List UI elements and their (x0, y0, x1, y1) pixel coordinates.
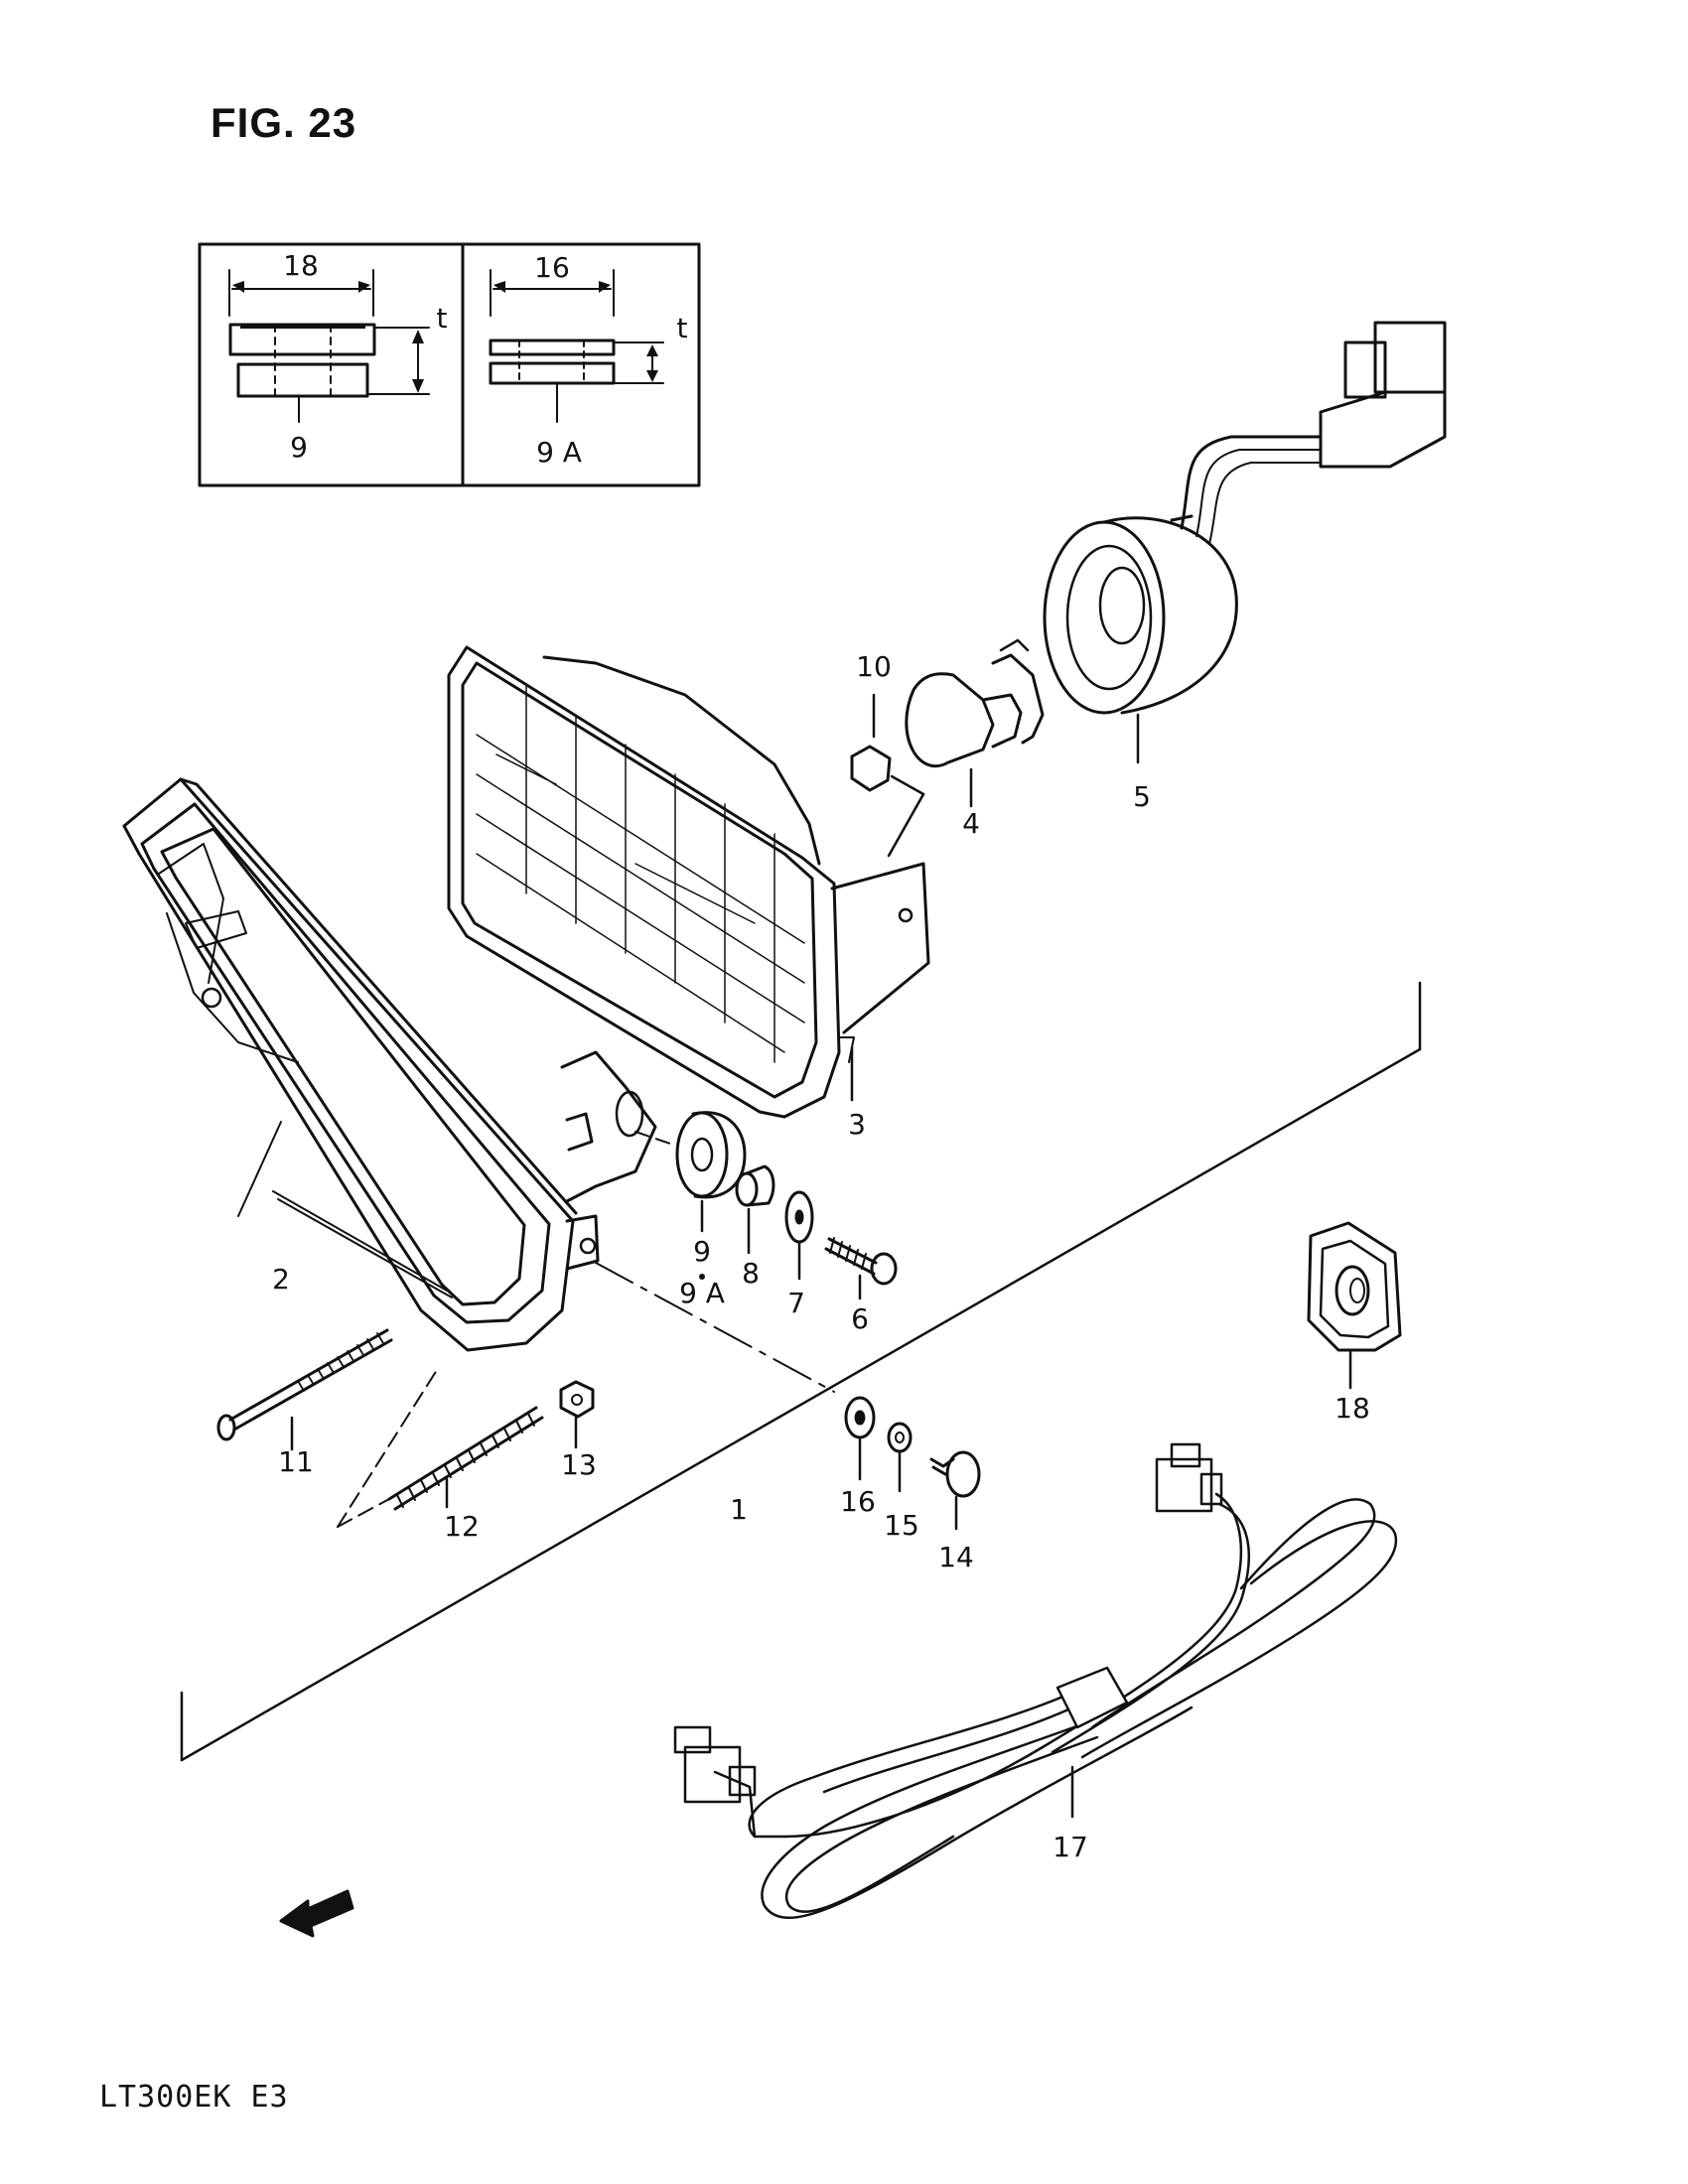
model-code: LT300EK E3 (99, 2080, 289, 2115)
callout-part-18: 18 (1335, 1392, 1370, 1425)
nut-10-drawing (850, 693, 925, 858)
spacer-8-drawing (735, 1164, 775, 1255)
cushion-9-drawing (634, 1111, 747, 1233)
assembly-bracket-line (180, 981, 1422, 1762)
inset-dim-16: 16 (534, 251, 570, 284)
screw-14-drawing (929, 1450, 981, 1531)
callout-dot-9 (699, 1274, 705, 1280)
screw-path-dashed (595, 1262, 835, 1393)
grommet-18-drawing (1307, 1221, 1402, 1390)
bolt-6-drawing (824, 1237, 898, 1300)
callout-part-14: 14 (938, 1541, 974, 1573)
bulb-drawing (905, 638, 1045, 808)
callout-part-15: 15 (884, 1509, 919, 1542)
callout-part-3: 3 (848, 1108, 866, 1141)
cushion-9-profile (228, 269, 430, 423)
callout-part-4: 4 (962, 807, 980, 840)
washer-16-drawing (844, 1396, 876, 1481)
callout-part-12: 12 (444, 1510, 480, 1543)
inset-dim-18: 18 (283, 249, 319, 282)
fwd-arrow-icon: FWD (279, 1889, 354, 1938)
callout-part-8: 8 (742, 1257, 760, 1290)
wiring-harness-17-drawing (673, 1442, 1398, 1920)
bulb-socket-drawing (1043, 321, 1447, 764)
callout-part-9a: 9 A (679, 1277, 725, 1309)
headlamp-housing-drawing (122, 777, 657, 1352)
inset-dimension-box: 18 16 t t 9 9 A (198, 242, 701, 487)
callout-part-10: 10 (856, 650, 892, 683)
cushion-9a-profile (489, 269, 664, 423)
part-callouts: 1 2 3 4 5 6 7 8 9 9 A 10 11 12 13 14 15 … (272, 650, 1370, 1863)
nut-13-drawing (559, 1380, 595, 1449)
inset-t-left: t (437, 302, 448, 335)
callout-part-7: 7 (787, 1287, 805, 1319)
adjusting-screw-11-drawing (216, 1328, 393, 1451)
inset-label-9a: 9 A (536, 436, 582, 469)
spring-12-drawing (337, 1369, 544, 1528)
inset-t-right: t (677, 312, 688, 344)
callout-part-1: 1 (730, 1493, 748, 1526)
headlamp-unit-drawing (447, 645, 930, 1119)
callout-part-9: 9 (693, 1235, 711, 1268)
lock-washer-15-drawing (887, 1422, 913, 1493)
callout-part-17: 17 (1053, 1831, 1088, 1863)
washer-7-drawing (784, 1190, 814, 1281)
figure-title: FIG. 23 (211, 99, 357, 146)
callout-part-6: 6 (851, 1302, 869, 1335)
inset-label-9: 9 (290, 431, 308, 464)
callout-part-5: 5 (1133, 780, 1151, 813)
callout-part-13: 13 (561, 1448, 597, 1481)
callout-part-2: 2 (272, 1263, 290, 1296)
callout-part-11: 11 (278, 1445, 314, 1478)
callout-part-16: 16 (840, 1485, 876, 1518)
